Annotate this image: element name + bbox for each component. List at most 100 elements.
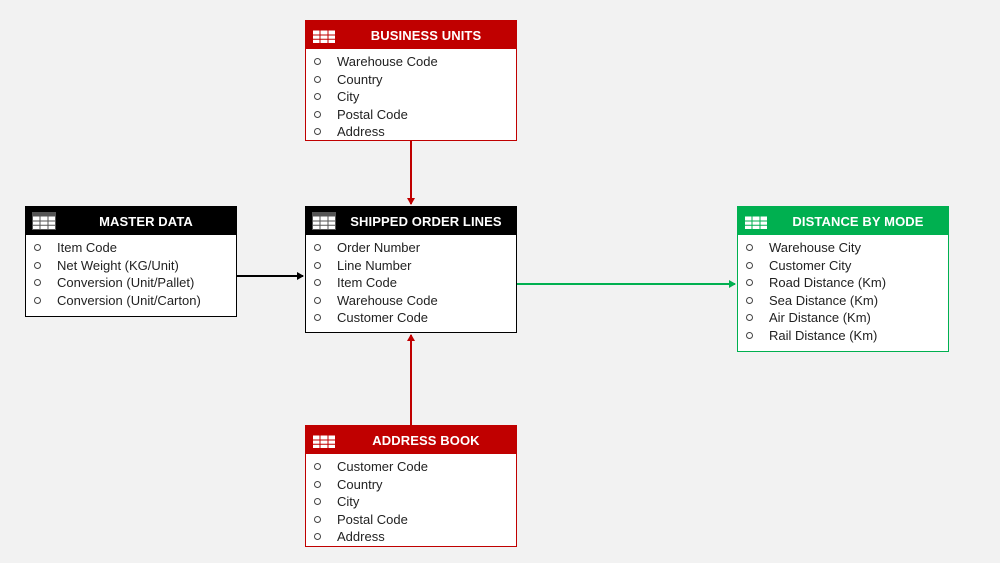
field-item: Item Code <box>306 274 516 292</box>
table-title: MASTER DATA <box>99 213 193 229</box>
field-list: Warehouse City Customer City Road Distan… <box>738 235 948 344</box>
field-label: Air Distance (Km) <box>769 310 871 325</box>
table-title: DISTANCE BY MODE <box>792 213 924 229</box>
bullet-icon <box>314 463 321 471</box>
table-header: ADDRESS BOOK <box>306 426 516 454</box>
bullet-icon <box>314 515 321 523</box>
field-label: Road Distance (Km) <box>769 275 887 290</box>
bullet-icon <box>314 279 321 287</box>
bullet-icon <box>314 480 321 488</box>
table-shipped-order-lines[interactable]: SHIPPED ORDER LINES Order Number Line Nu… <box>305 206 517 333</box>
field-item: Conversion (Unit/Carton) <box>26 292 236 310</box>
bullet-icon <box>746 296 753 304</box>
bullet-icon <box>34 261 41 269</box>
field-item: Address <box>306 123 516 141</box>
bullet-icon <box>314 93 321 101</box>
bullet-icon <box>314 110 321 118</box>
bullet-icon <box>314 498 321 506</box>
field-label: Address <box>337 529 385 544</box>
field-item: Sea Distance (Km) <box>738 292 948 310</box>
field-label: Customer Code <box>337 459 429 474</box>
field-list: Customer Code Country City Postal Code A… <box>306 454 516 546</box>
field-item: Customer Code <box>306 458 516 476</box>
field-item: Item Code <box>26 239 236 257</box>
field-item: Warehouse City <box>738 239 948 257</box>
table-grid-icon <box>32 212 56 230</box>
field-item: Postal Code <box>306 106 516 124</box>
bullet-icon <box>746 261 753 269</box>
field-item: Warehouse Code <box>306 292 516 310</box>
field-label: Conversion (Unit/Carton) <box>57 292 201 308</box>
bullet-icon <box>314 75 321 83</box>
bullet-icon <box>746 314 753 322</box>
table-grid-icon <box>312 431 336 449</box>
field-item: Customer Code <box>306 309 516 327</box>
field-label: City <box>337 494 360 509</box>
bullet-icon <box>314 58 321 66</box>
table-title: BUSINESS UNITS <box>370 27 482 43</box>
table-grid-icon <box>312 26 336 44</box>
field-list: Item Code Net Weight (KG/Unit) Conversio… <box>26 235 236 309</box>
field-item: Line Number <box>306 257 516 275</box>
field-list: Order Number Line Number Item Code Wareh… <box>306 235 516 327</box>
bullet-icon <box>34 244 41 252</box>
table-title: SHIPPED ORDER LINES <box>350 213 502 229</box>
field-label: Warehouse Code <box>337 54 438 69</box>
table-master-data[interactable]: MASTER DATA Item Code Net Weight (KG/Uni… <box>25 206 237 317</box>
field-label: Line Number <box>337 257 412 273</box>
field-item: Order Number <box>306 239 516 257</box>
field-label: Net Weight (KG/Unit) <box>57 257 179 273</box>
field-item: Country <box>306 71 516 89</box>
table-header: MASTER DATA <box>26 207 236 235</box>
field-label: Customer City <box>769 257 852 273</box>
bullet-icon <box>34 296 41 304</box>
bullet-icon <box>314 128 321 136</box>
field-label: Order Number <box>337 240 421 255</box>
field-label: Item Code <box>337 275 397 290</box>
bullet-icon <box>314 533 321 541</box>
field-item: Postal Code <box>306 511 516 529</box>
field-item: Warehouse Code <box>306 53 516 71</box>
table-header: BUSINESS UNITS <box>306 21 516 49</box>
table-grid-icon <box>312 212 336 230</box>
table-header: SHIPPED ORDER LINES <box>306 207 516 235</box>
field-item: Address <box>306 528 516 546</box>
field-item: Net Weight (KG/Unit) <box>26 257 236 275</box>
field-label: Warehouse City <box>769 240 861 255</box>
bullet-icon <box>314 296 321 304</box>
field-item: Rail Distance (Km) <box>738 327 948 345</box>
field-item: Customer City <box>738 257 948 275</box>
field-item: Air Distance (Km) <box>738 309 948 327</box>
field-label: Rail Distance (Km) <box>769 327 878 343</box>
bullet-icon <box>34 279 41 287</box>
field-label: Conversion (Unit/Pallet) <box>57 275 195 290</box>
field-label: Address <box>337 124 385 139</box>
field-item: Conversion (Unit/Pallet) <box>26 274 236 292</box>
table-distance-by-mode[interactable]: DISTANCE BY MODE Warehouse City Customer… <box>737 206 949 352</box>
field-label: Country <box>337 71 383 87</box>
field-item: Country <box>306 476 516 494</box>
bullet-icon <box>746 279 753 287</box>
table-grid-icon <box>744 212 768 230</box>
bullet-icon <box>314 261 321 269</box>
field-item: Road Distance (Km) <box>738 274 948 292</box>
field-label: Postal Code <box>337 106 408 122</box>
field-label: Item Code <box>57 240 117 255</box>
field-label: City <box>337 89 360 104</box>
bullet-icon <box>746 331 753 339</box>
field-label: Country <box>337 476 383 492</box>
field-label: Warehouse Code <box>337 292 438 308</box>
bullet-icon <box>746 244 753 252</box>
table-address-book[interactable]: ADDRESS BOOK Customer Code Country City … <box>305 425 517 547</box>
field-label: Postal Code <box>337 511 408 527</box>
table-business-units[interactable]: BUSINESS UNITS Warehouse Code Country Ci… <box>305 20 517 141</box>
field-label: Sea Distance (Km) <box>769 292 879 308</box>
field-list: Warehouse Code Country City Postal Code … <box>306 49 516 141</box>
table-title: ADDRESS BOOK <box>372 432 480 448</box>
bullet-icon <box>314 314 321 322</box>
table-header: DISTANCE BY MODE <box>738 207 948 235</box>
field-item: City <box>306 88 516 106</box>
field-item: City <box>306 493 516 511</box>
field-label: Customer Code <box>337 310 429 325</box>
